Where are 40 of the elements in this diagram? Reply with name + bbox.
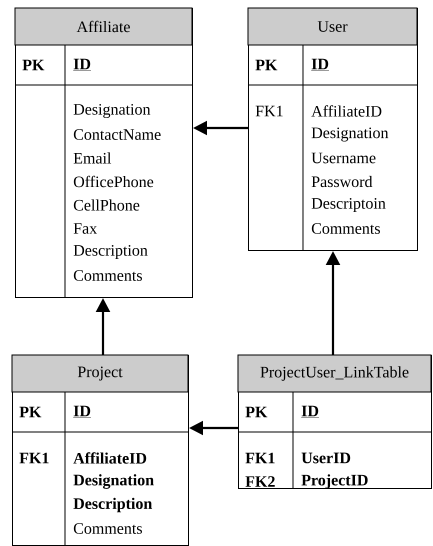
entity-table	[12, 354, 189, 546]
field-name: Fax	[74, 223, 97, 234]
key-label: PK	[255, 60, 278, 70]
field-name: Email	[74, 152, 112, 164]
entity-table	[238, 354, 432, 489]
field-name: Comments	[74, 523, 142, 534]
key-label: FK1	[19, 452, 49, 464]
table-title: User	[318, 21, 348, 32]
column-name: ID	[73, 406, 92, 418]
table-title: Project	[78, 366, 123, 380]
field-name: CellPhone	[74, 199, 140, 211]
column-name: ID	[311, 58, 330, 71]
field-name: Username	[312, 152, 376, 164]
field-name: Password	[312, 176, 372, 188]
table-title: ProjectUser_LinkTable	[260, 366, 408, 381]
column-name: ID	[73, 58, 92, 71]
field-name: AffiliateID	[311, 105, 382, 117]
field-name: Designation	[73, 474, 154, 489]
field-name: OfficePhone	[74, 176, 154, 188]
key-label: PK	[19, 406, 42, 418]
column-name: ID	[301, 406, 320, 418]
field-name: Comments	[312, 223, 380, 234]
field-name: UserID	[302, 452, 350, 464]
table-title: Affiliate	[76, 20, 130, 32]
field-name: AffiliateID	[73, 452, 146, 464]
field-name: ContactName	[74, 129, 161, 140]
entity-table	[248, 8, 418, 251]
field-name: Description	[74, 245, 148, 259]
field-name: Description	[73, 498, 152, 512]
key-label: PK	[22, 60, 44, 70]
entity-table	[14, 8, 193, 298]
field-name: ProjectID	[301, 474, 368, 489]
field-name: Descriptoin	[312, 198, 386, 212]
key-label: FK1	[245, 452, 275, 464]
field-name: Designation	[74, 104, 150, 118]
key-label: FK2	[245, 476, 275, 487]
key-label: FK1	[256, 106, 283, 116]
field-name: Comments	[74, 270, 142, 281]
key-label: PK	[245, 406, 268, 418]
field-name: Designation	[312, 128, 388, 142]
